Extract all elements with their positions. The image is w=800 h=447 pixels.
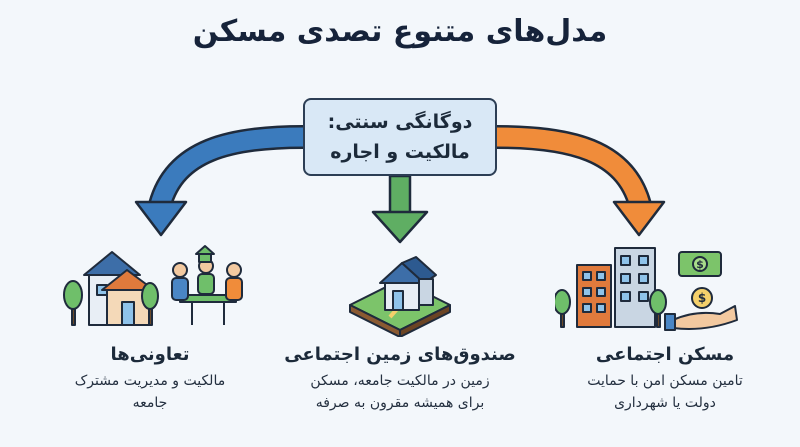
arrow-right [496,125,666,237]
money-symbol-bill: $ [696,258,704,271]
arrow-middle [371,174,429,244]
apartment-buildings-money-hand-icon: $ $ [555,247,738,331]
model-title: تعاونی‌ها [110,344,190,365]
model-desc-line-2: برای همیشه مقرون به صرفه [315,395,485,411]
model-social-housing: مسکن اجتماعی تامین مسکن امن با حمایت دول… [540,340,790,414]
model-desc-line-2: دولت یا شهرداری [614,395,716,411]
model-desc-line-2: جامعه [132,395,168,411]
model-desc-line-1: تامین مسکن امن با حمایت [587,373,743,389]
house-on-land-icon [349,256,451,337]
model-cooperatives: تعاونی‌ها مالکیت و مدیریت مشترک جامعه [25,340,275,414]
model-community-land-trusts: صندوق‌های زمین اجتماعی زمین در مالکیت جا… [275,340,525,414]
center-line-2: مالکیت و اجاره [330,141,470,163]
center-line-1: دوگانگی سنتی: [327,111,473,133]
arrow-left [134,125,304,237]
cooperative-houses-people-icon [63,245,243,326]
model-title: صندوق‌های زمین اجتماعی [284,344,516,365]
model-desc-line-1: مالکیت و مدیریت مشترک [74,373,226,389]
center-box-traditional-duality: دوگانگی سنتی: مالکیت و اجاره [303,98,497,176]
model-desc-line-1: زمین در مالکیت جامعه، مسکن [310,373,490,389]
page-title: مدل‌های متنوع تصدی مسکن [192,14,608,49]
model-title: مسکن اجتماعی [595,344,735,365]
money-symbol-coin: $ [698,291,706,305]
